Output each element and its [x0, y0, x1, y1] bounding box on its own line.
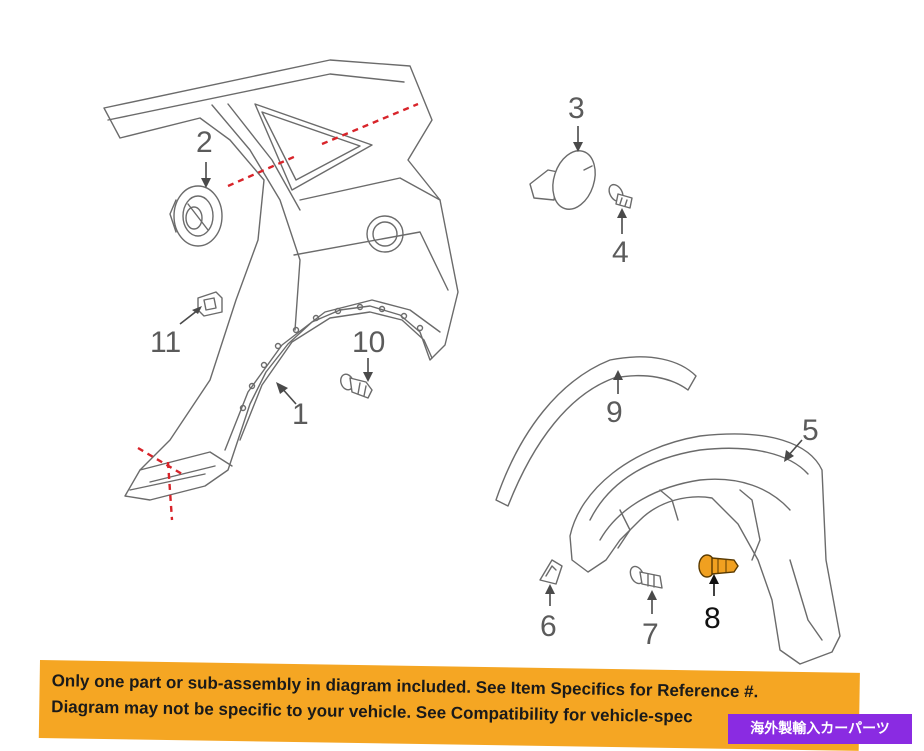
callout-2: 2: [196, 126, 213, 159]
push-pin-part-8-highlighted: [698, 554, 739, 578]
clip-part-11: [197, 291, 223, 317]
bracket-part-6: [539, 559, 563, 585]
callout-labels: 1 2 3 4 5 6 7 8 9 10 11: [150, 92, 819, 651]
bolt-part-7: [629, 565, 663, 589]
import-car-parts-badge: 海外製輸入カーパーツ: [728, 714, 912, 744]
fuel-door: [529, 150, 596, 210]
callout-11: 11: [150, 326, 181, 359]
callout-10: 10: [352, 326, 385, 359]
fastener-holes: [239, 303, 424, 412]
callout-7: 7: [642, 618, 659, 651]
bolt-part-10: [340, 373, 373, 399]
wheel-arch-moulding: [495, 356, 697, 507]
quarter-panel: [103, 59, 459, 501]
callout-8: 8: [704, 602, 721, 635]
callout-1: 1: [292, 398, 309, 431]
callout-4: 4: [612, 236, 629, 269]
callout-9: 9: [606, 396, 623, 429]
screw-part-4: [608, 183, 633, 209]
callout-3: 3: [568, 92, 585, 125]
cut-lines: [137, 102, 419, 521]
leader-lines: [179, 126, 803, 614]
fuel-filler-housing: [169, 185, 223, 247]
callout-5: 5: [802, 414, 819, 447]
callout-6: 6: [540, 610, 557, 643]
